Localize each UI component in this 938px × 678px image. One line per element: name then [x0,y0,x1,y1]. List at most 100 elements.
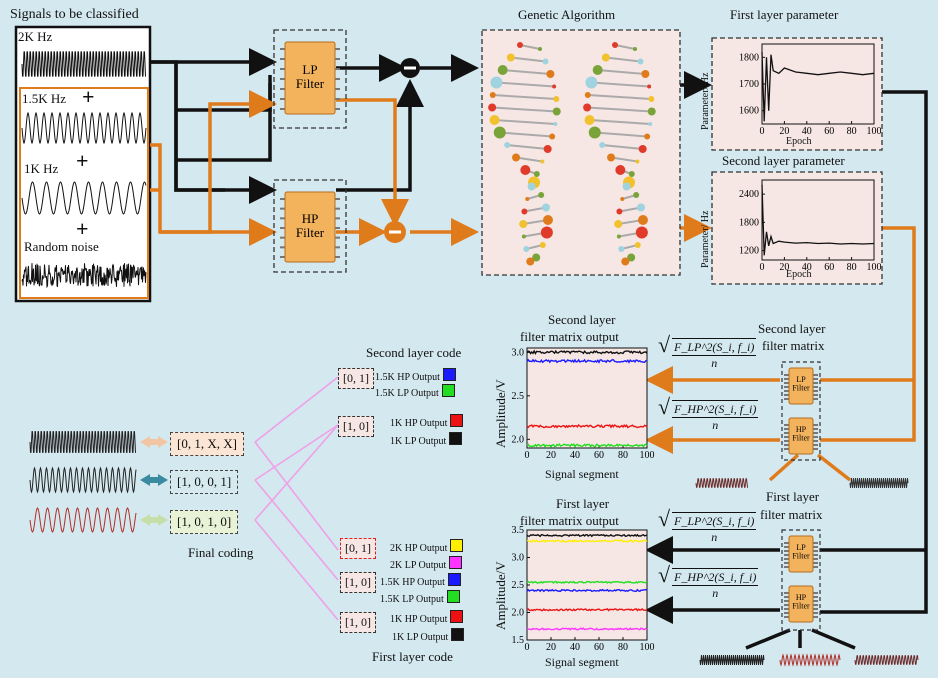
y-tick-label: 1800 [739,52,759,63]
first-output-ylabel: Amplitude/V [494,561,507,630]
second-output-xlabel: Signal segment [545,468,619,480]
legend-row: 1K HP Output [390,414,463,429]
second-output-title1: Second layer [548,313,616,326]
y-tick-label: 3.0 [512,553,525,564]
x-tick-label: 80 [618,450,628,461]
double-arrow-icon [140,514,168,526]
first-matrix-title2: filter matrix [760,508,822,521]
formula-denominator: n [672,586,758,601]
hp-matrix-chip: HPFilter [784,418,818,454]
genetic-panel [482,30,680,275]
chip-label: Filter [792,551,810,560]
second-output-chart: 0204060801003.02.52.0 [512,347,655,461]
final-code-0: [0, 1, X, X] [170,432,244,456]
y-tick-label: 1700 [739,79,759,90]
chip-label: HP [302,211,319,226]
signals-title: Signals to be classified [10,8,139,22]
input-wave [696,479,748,488]
legend-swatch [449,556,462,569]
first-code-2: [1, 0] [340,612,376,633]
legend-row: 1K HP Output [390,610,463,625]
chip-label: Filter [792,601,810,610]
second-code-1: [1, 0] [338,416,374,437]
legend-label: 2K LP Output [390,560,446,571]
genetic-title: Genetic Algorithm [518,8,615,21]
y-tick-label: 1.5 [512,635,525,646]
legend-swatch [448,573,461,586]
second-code-title: Second layer code [366,346,461,359]
second-param-ylabel: Parameter/ Hz [701,211,711,268]
lp-formula-numerator: F_LP^2(S_i, f_i) [672,514,756,530]
final-coding-title: Final coding [188,546,253,559]
legend-swatch [447,590,460,603]
first-output-title2: filter matrix output [520,514,619,527]
input-wave [855,656,918,665]
legend-label: 1.5K LP Output [380,594,444,605]
x-tick-label: 40 [570,642,580,653]
x-tick-label: 100 [640,450,655,461]
x-tick-label: 0 [760,262,765,273]
x-tick-label: 20 [546,450,556,461]
second-matrix-title2: filter matrix [762,339,824,352]
second-output-ylabel: Amplitude/V [494,379,507,448]
lp-formula: √F_LP^2(S_i, f_i)n [672,338,756,371]
first-code-title: First layer code [372,650,453,663]
hp-formula-numerator: F_HP^2(S_i, f_i) [672,570,758,586]
pink-connection-lines [255,377,338,620]
legend-swatch [442,384,455,397]
legend-label: 1K HP Output [390,614,447,625]
legend-row: 2K HP Output [390,539,463,554]
y-tick-label: 1200 [739,246,759,257]
hp-formula: √F_HP^2(S_i, f_i)n [672,400,758,433]
legend-row: 1.5K HP Output [375,368,456,383]
legend-swatch [450,610,463,623]
double-arrow-icon [140,436,168,448]
first-matrix-title1: First layer [766,490,819,503]
legend-row: 1K LP Output [390,432,462,447]
mini-wave [30,432,136,453]
formula-denominator: n [672,530,756,545]
legend-swatch [443,368,456,381]
x-tick-label: 0 [525,450,530,461]
input-wave [850,478,908,488]
chip-label: Filter [792,383,810,392]
y-tick-label: 2.5 [512,391,525,402]
second-output-title2: filter matrix output [520,330,619,343]
hp-formula-numerator: F_HP^2(S_i, f_i) [672,402,758,418]
y-tick-label: 1600 [739,106,759,117]
x-tick-label: 60 [594,450,604,461]
second-param-xlabel: Epoch [786,270,812,280]
input-wave [780,655,840,665]
formula-denominator: n [672,418,758,433]
second-code-0: [0, 1] [338,368,374,389]
plus-icon: + [76,218,89,240]
legend-label: 1K LP Output [390,436,446,447]
plus-icon: + [82,86,95,108]
mini-wave [30,468,136,492]
legend-label: 1K HP Output [390,418,447,429]
x-tick-label: 0 [525,642,530,653]
mini-wave [30,508,136,532]
legend-row: 1K LP Output [392,628,464,643]
final-coding-waves [30,432,168,532]
y-tick-label: 1800 [739,217,759,228]
x-tick-label: 80 [847,262,857,273]
x-tick-label: 60 [824,262,834,273]
legend-label: 2K HP Output [390,543,447,554]
y-tick-label: 2400 [739,189,759,200]
label-1k: 1K Hz [24,162,58,175]
y-tick-label: 2.0 [512,434,525,445]
second-matrix-title1: Second layer [758,322,826,335]
plus-icon: + [76,150,89,172]
double-arrow-icon [140,474,168,486]
second-param-title: Second layer parameter [722,154,845,167]
y-tick-label: 2.5 [512,580,525,591]
x-tick-label: 100 [867,126,882,137]
first-code-0: [0, 1] [340,538,376,559]
y-tick-label: 3.0 [512,347,525,358]
chip-label: Filter [296,76,325,91]
lp-formula: √F_LP^2(S_i, f_i)n [672,512,756,545]
x-tick-label: 0 [760,126,765,137]
hp-filter-chip: HPFilter [280,192,340,262]
legend-row: 2K LP Output [390,556,462,571]
